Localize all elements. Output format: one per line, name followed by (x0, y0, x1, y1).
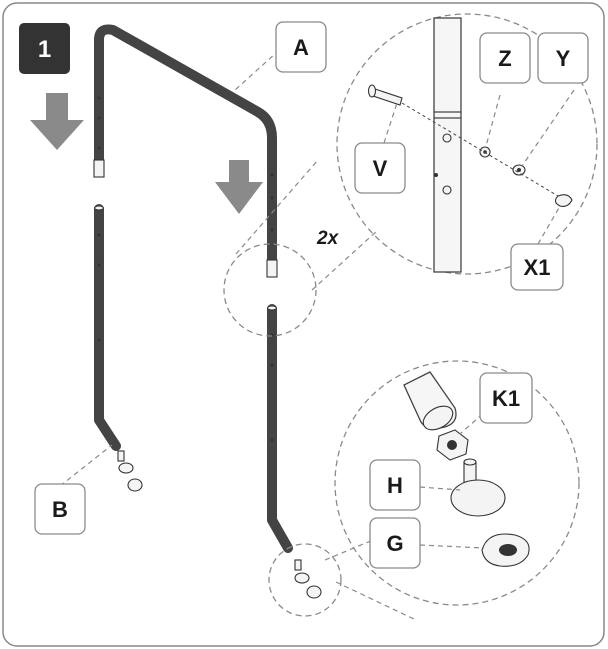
leg-part-b (93, 204, 143, 492)
svg-text:H: H (387, 473, 403, 498)
label-x1: X1 (510, 243, 564, 291)
label-k1: K1 (479, 372, 533, 424)
step-number: 1 (38, 36, 51, 63)
leader-line-b (59, 444, 113, 487)
leg-part-b-second (266, 304, 322, 599)
down-arrow-icon (215, 160, 263, 214)
down-arrow-icon (30, 93, 84, 150)
top-frame-part-a (93, 24, 278, 278)
svg-text:G: G (386, 531, 403, 556)
joint-zoom-view (235, 13, 598, 291)
svg-text:V: V (373, 156, 388, 181)
svg-text:B: B (52, 497, 68, 522)
foot-zoom-view (324, 360, 580, 621)
label-y: Y (537, 32, 589, 84)
label-z: Z (479, 32, 531, 84)
svg-text:Y: Y (556, 46, 571, 71)
label-b: B (34, 483, 86, 535)
quantity-multiplier: 2x (316, 228, 340, 249)
label-v: V (354, 142, 406, 194)
svg-text:A: A (293, 35, 309, 60)
svg-text:Z: Z (498, 46, 511, 71)
svg-text:X1: X1 (524, 255, 551, 280)
label-g: G (369, 517, 421, 569)
label-h: H (369, 459, 421, 511)
step-badge: 1 (19, 23, 70, 74)
svg-text:K1: K1 (492, 386, 520, 411)
label-a: A (275, 21, 327, 73)
joint-detail-marker (223, 243, 317, 337)
foot-detail-marker (268, 543, 342, 617)
